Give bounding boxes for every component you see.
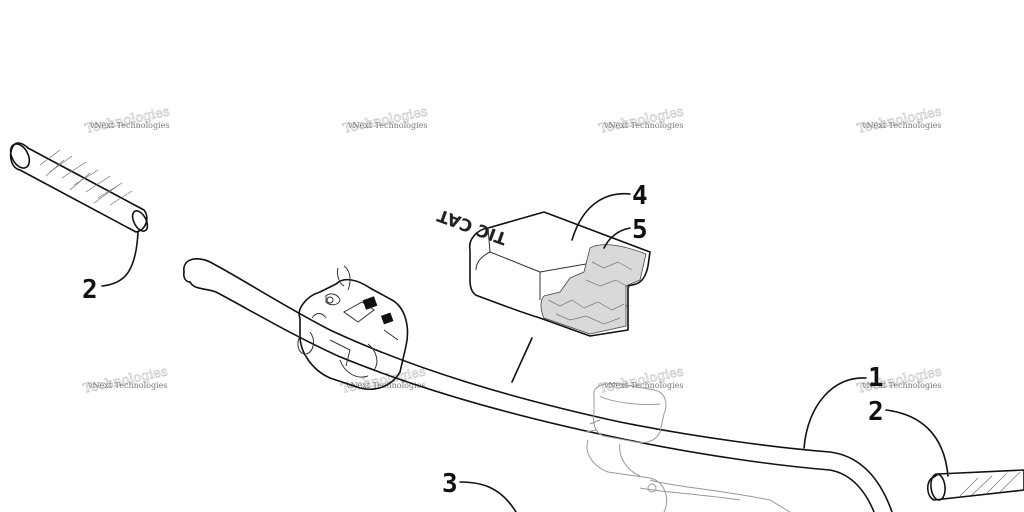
leader-2-right [885,409,949,477]
pad-mount-line [511,337,533,383]
watermark: Technologies vNext Technologies [855,104,943,137]
watermark: Technologies vNext Technologies [83,104,171,137]
leader-1 [803,377,867,449]
leader-4 [571,192,631,241]
watermark: Technologies vNext Technologies [597,104,685,137]
left-control-housing [297,265,409,390]
leader-5 [603,227,631,249]
watermark: Technologies vNext Technologies [341,104,429,137]
callout-3: 3 [442,469,458,499]
callout-1: 1 [868,363,884,393]
watermark-text: vNext Technologies [89,121,169,130]
callout-2-right: 2 [868,397,884,427]
leader-2-left [101,231,139,287]
watermark-text: vNext Technologies [603,121,683,130]
leader-lines [101,192,949,512]
callout-4: 4 [632,181,648,211]
watermark-text: vNext Technologies [861,121,941,130]
handlebar-pad: TIC CAT [435,204,651,337]
pad-logo-text: TIC CAT [435,204,510,248]
left-grip [9,142,149,233]
right-grip [926,469,1024,501]
brake-lever-assembly [585,383,791,512]
watermark: Technologies vNext Technologies [81,364,169,397]
watermark-text: vNext Technologies [603,381,683,390]
callout-2-left: 2 [82,275,98,305]
watermark-text: vNext Technologies [861,381,941,390]
leader-3 [459,481,517,512]
watermark-text: vNext Technologies [87,381,167,390]
watermark-text: vNext Technologies [347,121,427,130]
handlebar [183,258,893,512]
callout-5: 5 [632,215,648,245]
